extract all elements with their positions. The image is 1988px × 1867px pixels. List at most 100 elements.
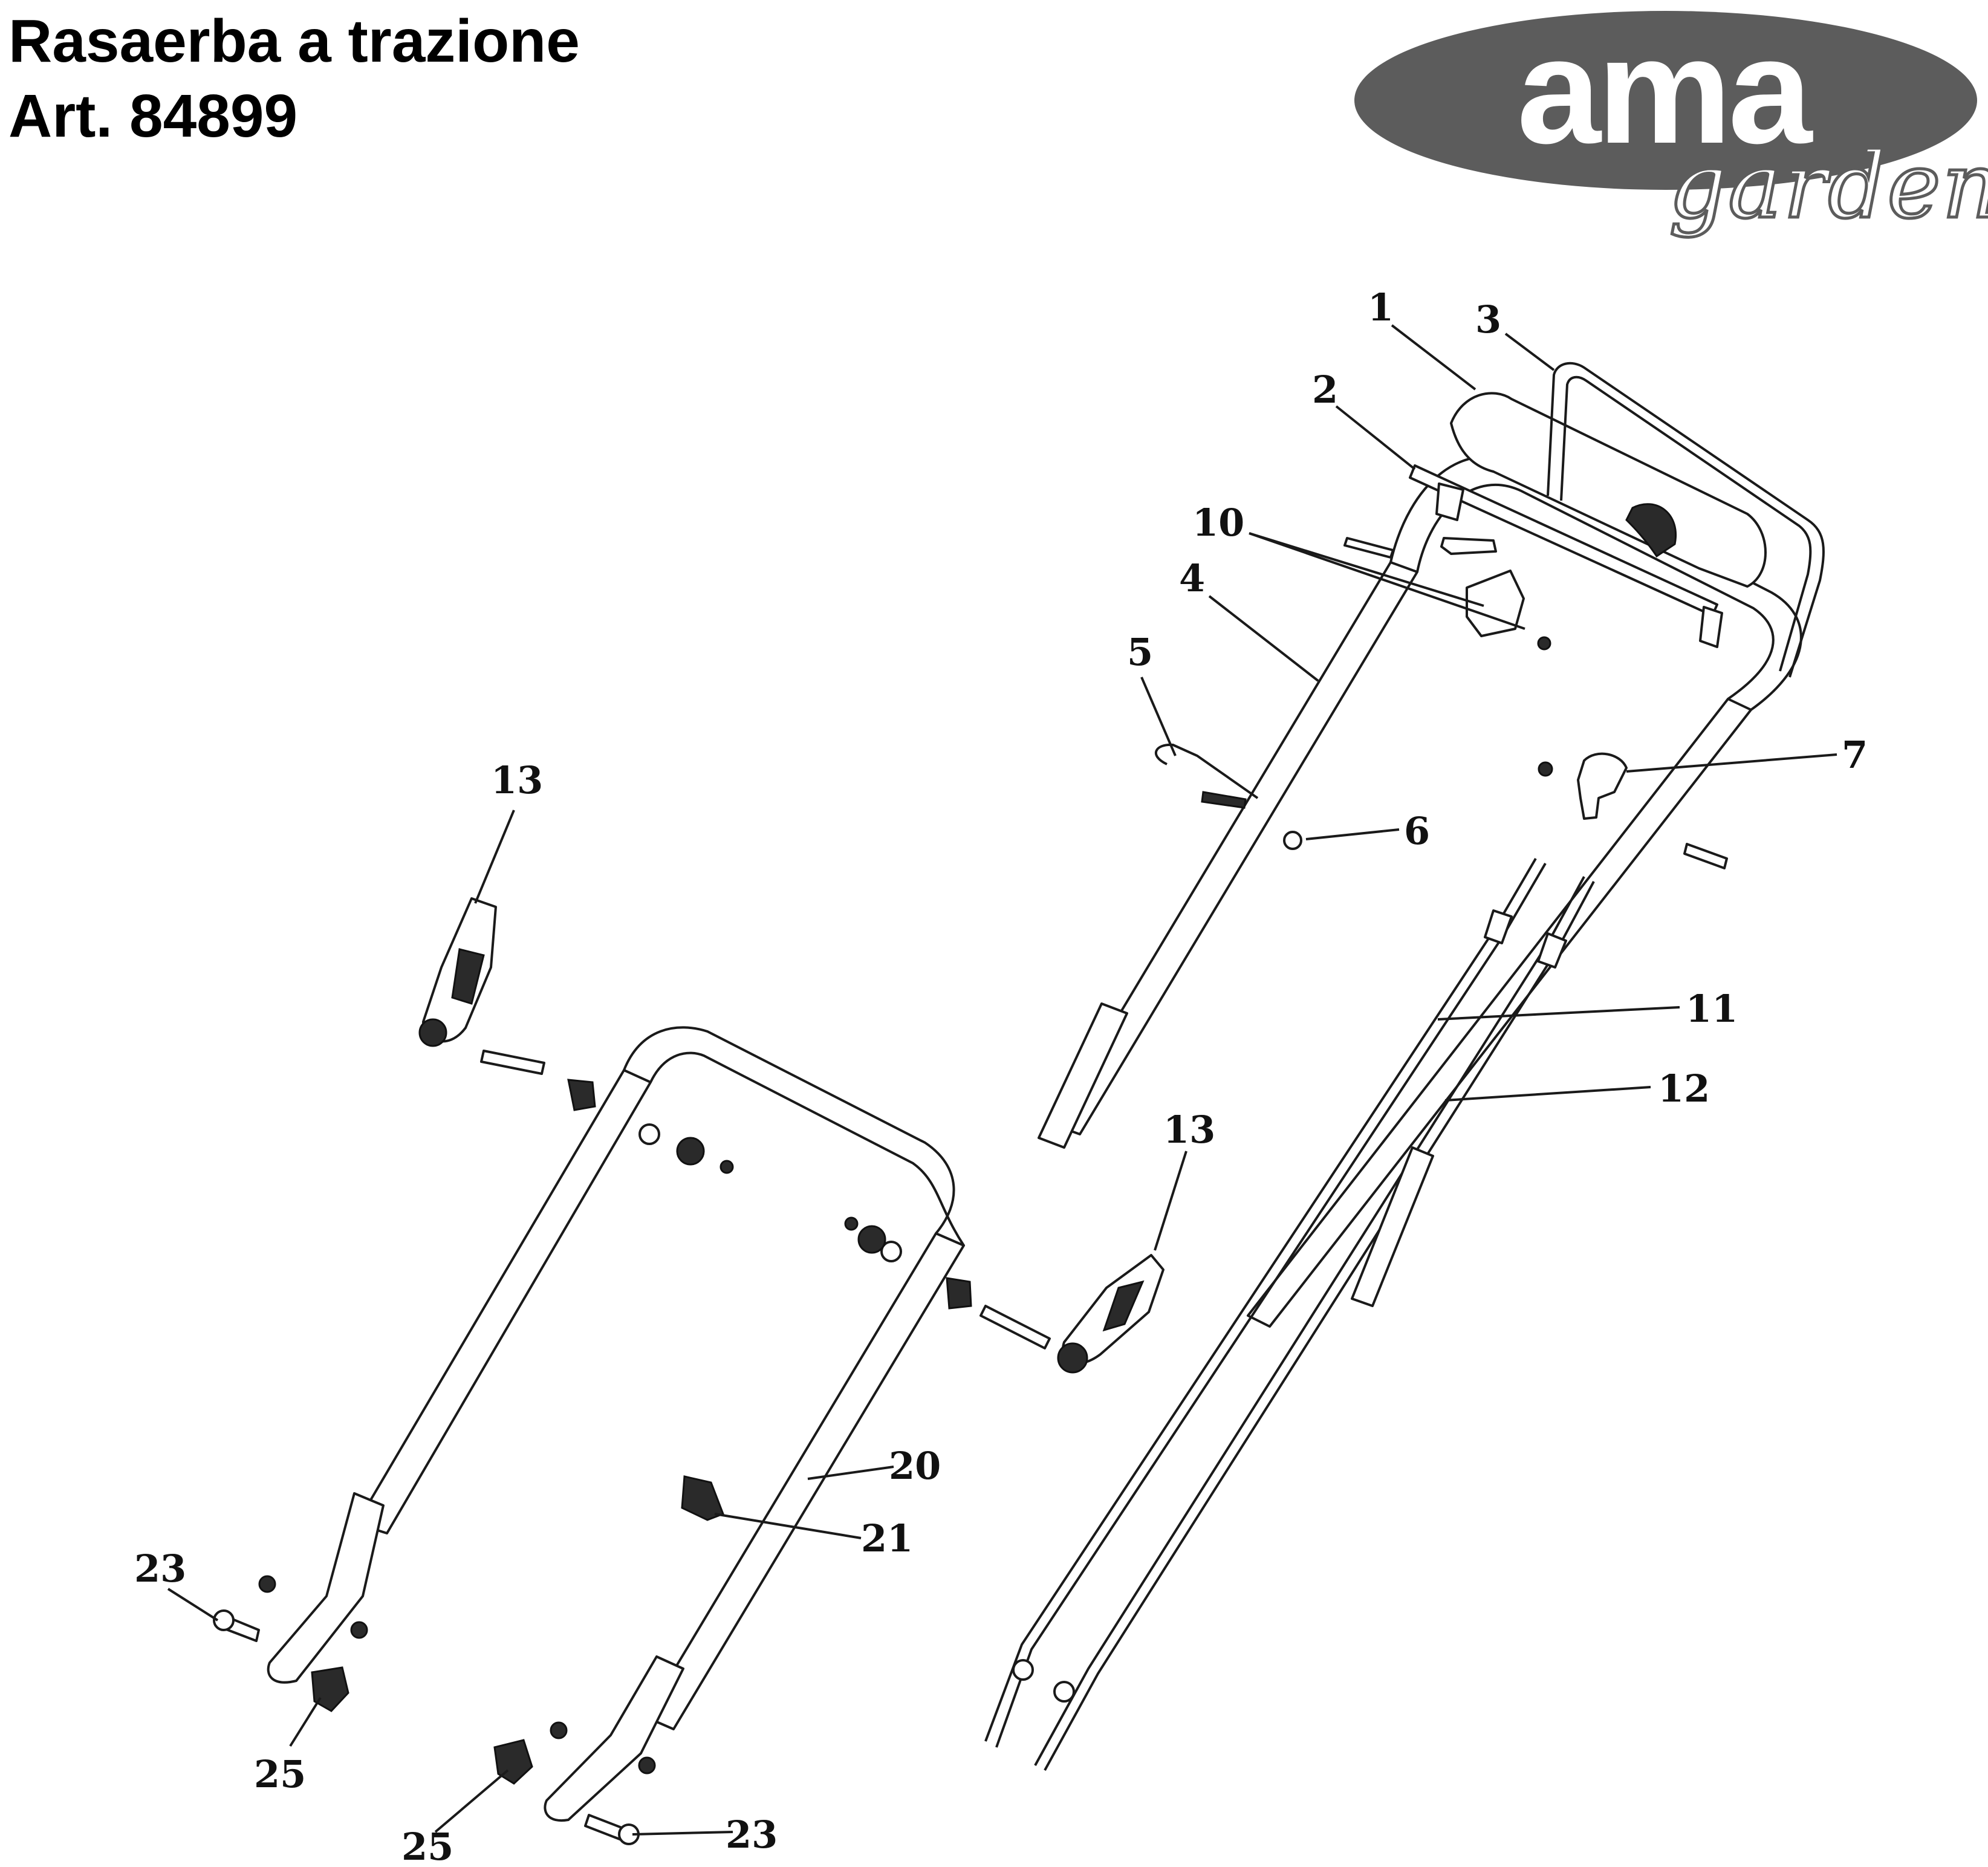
leader-10a <box>1249 532 1484 607</box>
callout-20: 20 <box>889 1444 941 1488</box>
part-lower-right-mount <box>544 1655 684 1822</box>
callout-25-right: 25 <box>401 1825 453 1867</box>
logo-oval <box>1354 11 1977 190</box>
leader-3 <box>1504 333 1555 371</box>
part-23-washer-left <box>213 1609 235 1631</box>
callout-11: 11 <box>1686 987 1738 1031</box>
leader-11 <box>1437 1006 1680 1021</box>
part-upper-handle-right-tube <box>1247 698 1752 1328</box>
leader-20 <box>807 1466 894 1480</box>
part-10-nut <box>1537 636 1551 651</box>
control-cables <box>984 857 1595 1771</box>
leader-13a <box>474 810 515 904</box>
leader-21 <box>714 1513 862 1539</box>
leader-10b <box>1249 532 1525 630</box>
leader-6 <box>1305 828 1400 840</box>
leader-5 <box>1140 677 1177 756</box>
part-11-cable-inner <box>995 862 1547 1748</box>
part-20-lower-handle-left-leg <box>356 1069 652 1534</box>
part-7-nut <box>1538 761 1553 777</box>
part-knob-left-nut <box>720 1160 734 1174</box>
leader-2 <box>1335 405 1416 470</box>
part-11-cable <box>984 857 1537 1742</box>
part-upper-handle-bend-inner <box>1416 484 1775 700</box>
part-bar-bracket-left <box>1435 482 1464 521</box>
part-cable-sleeve-11 <box>1484 909 1513 944</box>
leader-23a <box>167 1588 219 1622</box>
part-5-spring <box>1201 791 1247 809</box>
handle-knob-left-assembly <box>418 897 734 1174</box>
callout-13-right: 13 <box>1163 1108 1215 1152</box>
callout-23-right: 23 <box>726 1813 778 1857</box>
part-1-grip <box>1450 392 1767 588</box>
leader-25b <box>434 1769 509 1833</box>
part-3-safety-bail <box>1547 362 1825 678</box>
part-25-clip-left <box>311 1666 349 1712</box>
brand-logo: ama garden <box>1354 6 1988 248</box>
part-knob-left-star-nut <box>676 1137 705 1166</box>
part-bar-bracket-right <box>1699 606 1723 648</box>
part-13-knob-right-bolt <box>979 1305 1051 1349</box>
leader-lines <box>167 324 1837 1836</box>
leader-25a <box>289 1697 322 1747</box>
part-mount-nut-l1 <box>258 1575 276 1593</box>
part-knob-right-nut <box>844 1216 859 1231</box>
leader-13b <box>1154 1151 1187 1251</box>
callout-5: 5 <box>1127 630 1153 674</box>
handle-knob-right-assembly <box>844 1216 1165 1374</box>
title-block: Rasaerba a trazione Art. 84899 <box>8 4 580 154</box>
part-13-knob-right-ribs <box>1102 1280 1145 1332</box>
callout-10: 10 <box>1192 501 1244 545</box>
article-number: Art. 84899 <box>8 82 298 150</box>
part-13-knob-right-base <box>1057 1342 1088 1374</box>
callout-6: 6 <box>1404 809 1430 853</box>
part-1-grip-band <box>1625 503 1677 558</box>
part-cable-plate <box>1351 1146 1434 1307</box>
page-title: Rasaerba a trazione <box>8 7 580 75</box>
part-upper-tube-lower-end <box>1038 1002 1128 1149</box>
callout-4: 4 <box>1179 556 1205 600</box>
upper-handle-assembly <box>1038 362 1825 1328</box>
callout-21: 21 <box>861 1516 913 1560</box>
part-lower-left-mount <box>267 1492 385 1684</box>
part-13-knob-left-ribs <box>451 948 485 1005</box>
leader-12 <box>1444 1086 1651 1102</box>
leader-1 <box>1391 324 1476 391</box>
part-knob-left-clamp <box>567 1079 596 1111</box>
leader-4 <box>1208 595 1319 682</box>
part-clamp-upper <box>1440 537 1497 555</box>
logo-sub-text: garden <box>1668 132 1988 241</box>
part-mount-nut-l2 <box>350 1621 368 1639</box>
part-6-nut <box>1283 831 1302 850</box>
part-13-knob-left-base <box>418 1018 447 1047</box>
callout-25-left: 25 <box>254 1752 306 1796</box>
part-13-knob-left-bolt <box>480 1050 545 1075</box>
part-7-cable-adjuster <box>1577 752 1628 820</box>
part-4-upper-handle-left-tube <box>1052 561 1418 1135</box>
part-cable-sleeve-12 <box>1537 932 1567 969</box>
part-cable-end-12 <box>1053 1681 1075 1703</box>
leader-23b <box>632 1831 733 1836</box>
callout-12: 12 <box>1658 1067 1710 1111</box>
part-knob-left-washer <box>638 1123 660 1145</box>
part-knob-right-clamp <box>946 1277 972 1310</box>
part-20-lower-handle-right-leg <box>645 1232 965 1730</box>
part-mount-nut-r2 <box>638 1756 656 1774</box>
part-21-cable-guide <box>681 1475 724 1521</box>
part-12-cable <box>1034 876 1585 1766</box>
part-5-cable-hook <box>1154 743 1259 799</box>
logo-main-text: ama <box>1516 6 1812 175</box>
callout-3: 3 <box>1475 297 1501 342</box>
part-20-lower-handle-bend <box>623 1026 955 1235</box>
part-7-bolt <box>1683 843 1728 869</box>
part-knob-right-star-nut <box>857 1225 886 1254</box>
part-knob-right-washer <box>880 1241 902 1262</box>
callout-2: 2 <box>1312 368 1338 412</box>
lower-handle-assembly <box>213 1026 965 1845</box>
part-20-lower-handle-bend-inner <box>649 1051 965 1247</box>
part-bolt-upper <box>1343 537 1394 559</box>
leader-7 <box>1626 753 1837 773</box>
part-12-cable-inner <box>1044 881 1595 1771</box>
part-mount-nut-r1 <box>550 1721 568 1739</box>
